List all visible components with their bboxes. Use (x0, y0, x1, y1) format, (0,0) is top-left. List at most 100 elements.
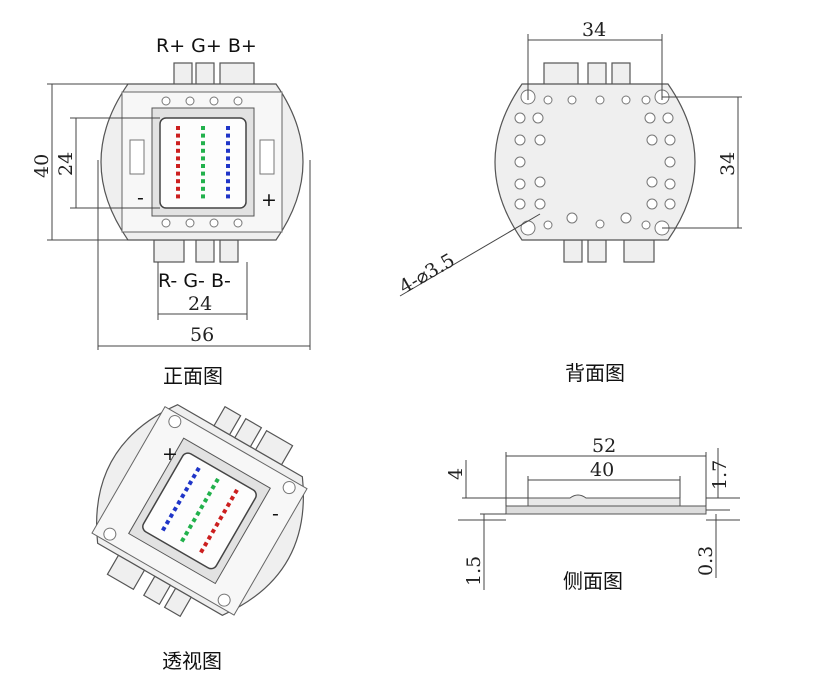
front-bottom-pin-labels: R- G- B- (158, 270, 231, 292)
front-dim-width-value: 56 (190, 324, 214, 346)
perspective-caption: 透视图 (162, 649, 222, 673)
back-dim-right: 34 (662, 96, 742, 229)
back-hole (520, 220, 536, 236)
led-dot (202, 541, 209, 547)
back-hole (566, 212, 578, 224)
back-dim-top-value: 34 (582, 19, 606, 41)
perspective-minus-mark: - (272, 503, 279, 525)
front-dim-inner-height: 24 (55, 117, 160, 209)
back-hole (534, 198, 546, 210)
led-dot (176, 133, 180, 138)
back-hole (514, 134, 526, 146)
back-hole (664, 134, 676, 146)
front-dim-inner-width-value: 24 (188, 293, 212, 315)
back-hole (514, 198, 526, 210)
led-dot (176, 194, 180, 199)
led-dot (180, 537, 186, 543)
back-view: 34 34 4-⌀3.5 背面图 (396, 19, 742, 385)
back-hole (664, 198, 676, 210)
front-top-pins (173, 62, 255, 86)
back-hole (621, 95, 631, 105)
led-dot (210, 484, 216, 490)
front-dim-width: 56 (97, 160, 311, 350)
front-blue-led-column (226, 126, 230, 199)
back-hole (662, 112, 674, 124)
front-dim-height: 40 (31, 83, 128, 241)
front-bottom-pins (153, 239, 239, 263)
led-dot (201, 156, 205, 161)
led-dot (201, 126, 205, 130)
front-dim-inner-width: 24 (157, 262, 248, 320)
back-round-body (494, 83, 696, 241)
perspective-red-led-column (199, 488, 239, 554)
front-plus-mark: + (261, 189, 277, 211)
led-dot (187, 523, 194, 530)
back-caption: 背面图 (565, 361, 625, 385)
led-dot (183, 486, 190, 493)
back-hole (664, 178, 676, 190)
led-dot (183, 530, 190, 536)
back-hole (514, 156, 526, 168)
led-dot (226, 126, 230, 130)
led-dot (214, 477, 220, 484)
back-hole (567, 95, 577, 105)
front-caption: 正面图 (163, 364, 223, 388)
led-dot (218, 515, 224, 521)
led-dot (226, 141, 230, 146)
front-view: R+ G+ B+ (31, 35, 311, 388)
led-dot (199, 548, 205, 554)
led-dot (229, 495, 235, 501)
led-dot (233, 488, 239, 495)
led-dot (206, 490, 213, 497)
front-top-pin-labels: R+ G+ B+ (156, 35, 257, 57)
back-hole (641, 95, 651, 105)
back-hole (543, 95, 553, 105)
led-dot (226, 186, 230, 191)
led-dot (191, 473, 197, 479)
led-dot (210, 528, 216, 534)
led-dot (201, 141, 205, 146)
led-dot (176, 179, 180, 184)
led-dot (201, 164, 205, 168)
back-hole (664, 156, 676, 168)
side-dim-left-bottom-value: 1.5 (463, 556, 485, 586)
led-dot (226, 148, 230, 153)
led-dot (164, 519, 171, 525)
front-dim-height-value: 40 (31, 154, 53, 178)
led-dot (176, 171, 180, 176)
front-minus-mark: - (137, 187, 144, 209)
side-dim-left-top-value: 4 (445, 468, 467, 480)
back-hole (644, 112, 656, 124)
side-dim-inner-value: 40 (590, 459, 614, 481)
side-dim-right-top-value: 1.7 (709, 460, 731, 490)
side-view: 52 40 4 1.5 1.7 0.3 侧面图 (445, 435, 740, 593)
led-dot (176, 186, 180, 191)
back-hole (595, 219, 605, 229)
led-dot (168, 512, 175, 519)
led-dot (226, 171, 230, 176)
led-dot (214, 521, 220, 528)
perspective-blue-led-column (161, 466, 201, 532)
led-dot (176, 156, 180, 161)
back-hole (534, 176, 546, 188)
side-dim-total-value: 52 (592, 435, 616, 457)
led-dot (226, 179, 230, 184)
back-hole (532, 112, 544, 124)
led-dot (201, 186, 205, 191)
led-dot (226, 194, 230, 199)
led-dot (201, 171, 205, 176)
front-green-led-column (201, 126, 205, 199)
perspective-plus-mark: + (162, 443, 178, 465)
led-dot (201, 179, 205, 184)
back-hole (514, 112, 526, 124)
back-hole (620, 212, 632, 224)
back-holes (514, 89, 676, 236)
perspective-green-led-column (180, 477, 220, 543)
back-hole (514, 178, 526, 190)
led-dot (201, 148, 205, 153)
back-hole (646, 134, 658, 146)
back-hole (641, 220, 651, 230)
back-hole (646, 176, 658, 188)
back-hole (534, 134, 546, 146)
